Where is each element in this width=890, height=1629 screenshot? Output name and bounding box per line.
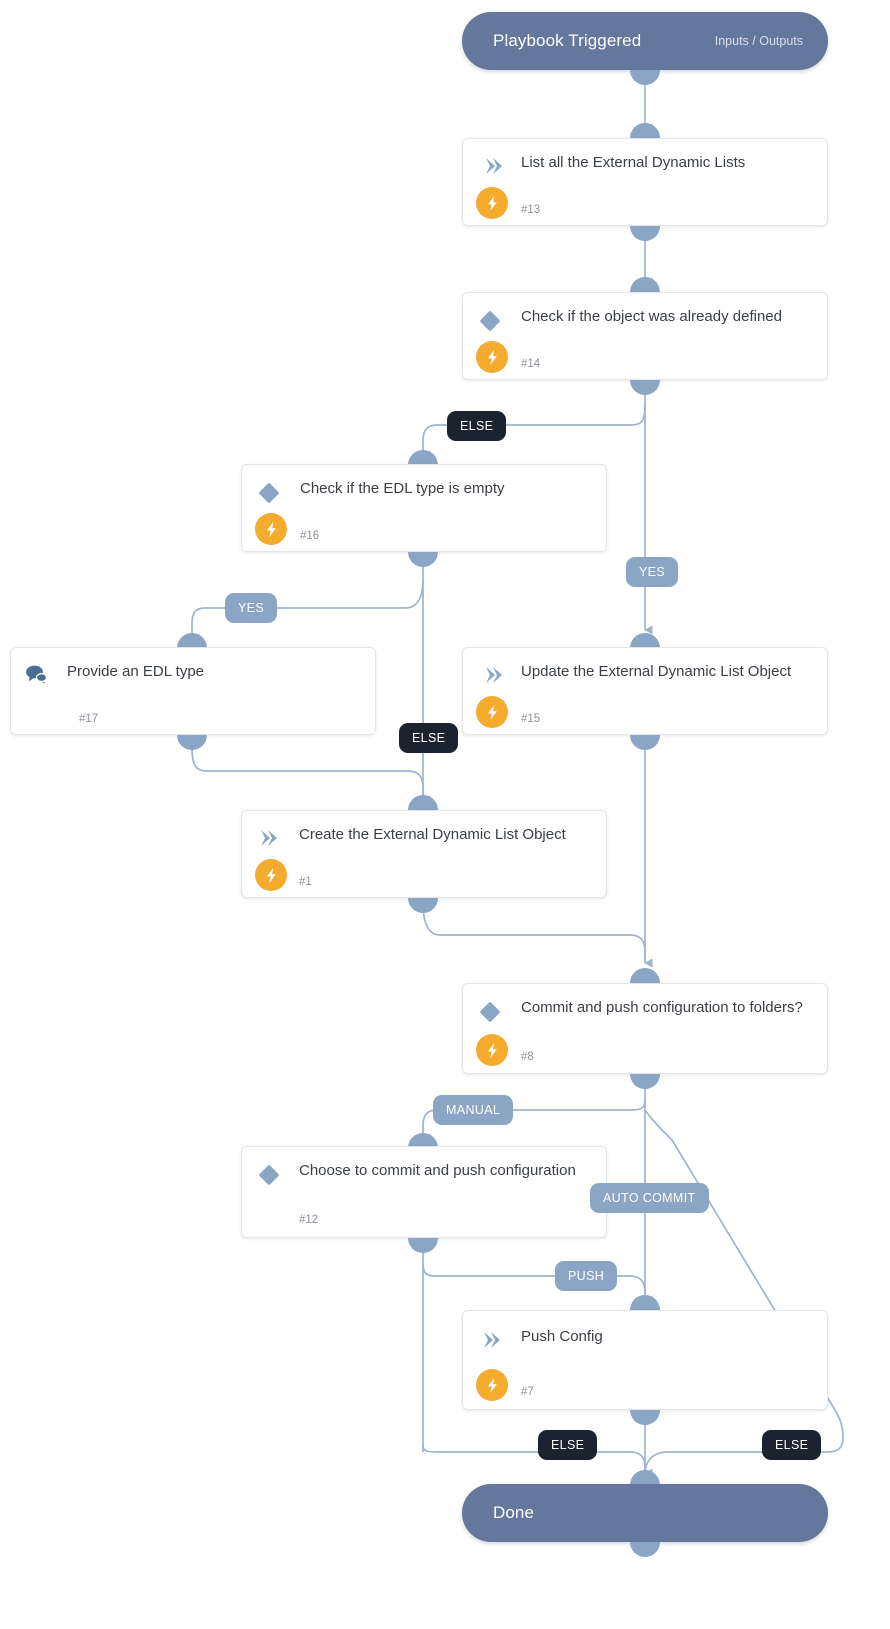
connector-out-14 [630, 380, 660, 395]
connector-in-8 [630, 968, 660, 983]
bolt-icon-15 [476, 696, 508, 728]
chevron-right-icon [479, 153, 505, 179]
node-number-16: #16 [300, 530, 320, 542]
node-number-15: #15 [521, 713, 541, 725]
node-title-16: Check if the EDL type is empty [300, 480, 505, 497]
node-card-13[interactable]: List all the External Dynamic Lists #13 [462, 138, 828, 226]
start-node-title: Playbook Triggered [493, 31, 642, 50]
node-card-12[interactable]: Choose to commit and push configuration … [241, 1146, 607, 1238]
node-card-8[interactable]: Commit and push configuration to folders… [462, 983, 828, 1074]
connector-out-done [630, 1542, 660, 1557]
node-title-7: Push Config [521, 1328, 603, 1345]
node-title-12: Choose to commit and push configuration [299, 1162, 576, 1179]
chevron-right-icon [254, 825, 280, 851]
node-number-8: #8 [521, 1051, 534, 1063]
edge-label-manual-8-12[interactable]: MANUAL [433, 1095, 514, 1125]
end-node[interactable]: Done [462, 1484, 828, 1542]
node-number-1: #1 [299, 876, 312, 888]
node-title-15: Update the External Dynamic List Object [521, 663, 792, 680]
connector-out-1 [408, 898, 438, 913]
node-card-15[interactable]: Update the External Dynamic List Object … [462, 647, 828, 735]
node-title-1: Create the External Dynamic List Object [299, 826, 566, 843]
bolt-icon-16 [255, 513, 287, 545]
diamond-icon [477, 999, 503, 1025]
node-title-13: List all the External Dynamic Lists [521, 154, 746, 171]
connector-in-17 [177, 633, 207, 648]
node-number-12: #12 [299, 1214, 319, 1226]
connector-out-12 [408, 1238, 438, 1253]
chat-bubble-icon [23, 662, 49, 688]
connector-out-7 [630, 1410, 660, 1425]
node-title-8: Commit and push configuration to folders… [521, 999, 803, 1016]
connector-in-7 [630, 1295, 660, 1310]
connector-in-15 [630, 633, 660, 648]
edge-label-else-12-done[interactable]: ELSE [538, 1430, 598, 1460]
diamond-icon [477, 308, 503, 334]
node-title-14: Check if the object was already defined [521, 308, 782, 325]
edge-label-auto-commit-8-7[interactable]: AUTO COMMIT [590, 1183, 709, 1213]
chevron-right-icon [477, 1327, 503, 1353]
connector-in-14 [630, 277, 660, 292]
start-node[interactable]: Playbook Triggered Inputs / Outputs [462, 12, 828, 70]
bolt-icon-1 [255, 859, 287, 891]
bolt-icon-13 [476, 187, 508, 219]
edge-17-to-1 [191, 748, 424, 795]
node-card-14[interactable]: Check if the object was already defined … [462, 292, 828, 380]
node-card-17[interactable]: Provide an EDL type #17 [10, 647, 376, 735]
edge-label-yes-16-17[interactable]: YES [225, 593, 278, 623]
connector-in-13 [630, 123, 660, 138]
bolt-icon-8 [476, 1034, 508, 1066]
end-node-title: Done [493, 1503, 535, 1522]
edge-label-else-8-done[interactable]: ELSE [762, 1430, 822, 1460]
edge-12-else-to-done [422, 1444, 653, 1478]
start-node-subtitle: Inputs / Outputs [714, 34, 803, 48]
connector-in-16 [408, 450, 438, 465]
node-card-16[interactable]: Check if the EDL type is empty #16 [241, 464, 607, 552]
edge-label-else-14-16[interactable]: ELSE [447, 411, 507, 441]
connector-in-done [630, 1470, 660, 1485]
connector-out-16 [408, 552, 438, 567]
connector-out-8 [630, 1074, 660, 1089]
connector-out-start [630, 70, 660, 85]
edge-8-else-to-done [644, 1109, 844, 1474]
bolt-icon-7 [476, 1369, 508, 1401]
connector-in-1 [408, 795, 438, 810]
node-number-7: #7 [521, 1386, 534, 1398]
edge-label-yes-14-15[interactable]: YES [626, 557, 679, 587]
diamond-icon [256, 480, 282, 506]
node-number-14: #14 [521, 358, 541, 370]
connector-out-15 [630, 735, 660, 750]
node-card-1[interactable]: Create the External Dynamic List Object … [241, 810, 607, 898]
edge-label-else-16-1[interactable]: ELSE [399, 723, 459, 753]
bolt-icon-14 [476, 341, 508, 373]
node-card-7[interactable]: Push Config #7 [462, 1310, 828, 1410]
node-number-17: #17 [79, 713, 99, 725]
edge-label-push-12-7[interactable]: PUSH [555, 1261, 618, 1291]
connector-out-13 [630, 226, 660, 241]
node-number-13: #13 [521, 204, 541, 216]
edge-1-to-8 [422, 902, 653, 968]
node-title-17: Provide an EDL type [67, 663, 205, 680]
connector-out-17 [177, 735, 207, 750]
chevron-right-icon [479, 662, 505, 688]
diamond-icon [256, 1162, 282, 1188]
